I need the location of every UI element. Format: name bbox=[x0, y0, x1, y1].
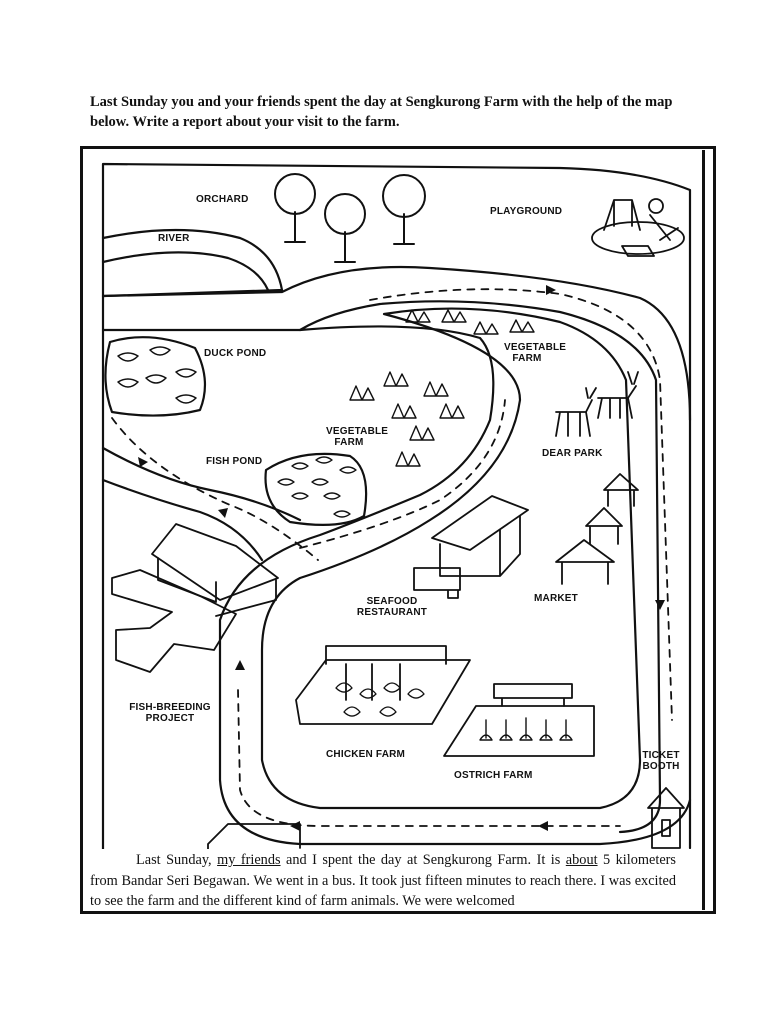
fish-breeding-building bbox=[111, 523, 279, 673]
vegetable-plants bbox=[349, 309, 535, 467]
instructions-text: Last Sunday you and your friends spent t… bbox=[90, 94, 673, 130]
label-seafood-restaurant: SEAFOOD RESTAURANT bbox=[356, 596, 428, 618]
ostrich-farm-enclosure bbox=[443, 683, 595, 757]
label-fish-breeding-project: FISH-BREEDING PROJECT bbox=[129, 702, 211, 724]
report-text-3: 5 kilometers from Bandar Seri Begawan. W… bbox=[90, 852, 676, 909]
map-border bbox=[101, 162, 692, 849]
label-fish-pond: FISH POND bbox=[206, 456, 263, 467]
chicken-farm-enclosure bbox=[295, 645, 471, 725]
label-vegetable-farm-top: VEGETABLE FARM bbox=[504, 342, 567, 364]
river bbox=[101, 228, 284, 298]
label-vegetable-farm-center: VEGETABLE FARM bbox=[326, 426, 389, 448]
report-underlined-my-friends: my friends bbox=[217, 852, 281, 868]
main-road bbox=[101, 265, 692, 422]
frame-divider bbox=[702, 150, 705, 910]
report-paragraph: Last Sunday, my friends and I spent the … bbox=[90, 850, 676, 912]
orchard-trees bbox=[274, 173, 426, 263]
label-river: RIVER bbox=[158, 233, 190, 244]
label-duck-pond: DUCK POND bbox=[204, 348, 267, 359]
report-text-1: Last Sunday, bbox=[136, 852, 212, 868]
seafood-restaurant bbox=[413, 495, 529, 599]
label-market: MARKET bbox=[534, 593, 578, 604]
fish-pond bbox=[264, 452, 368, 526]
label-dear-park: DEAR PARK bbox=[542, 448, 603, 459]
deer bbox=[555, 371, 639, 437]
playground-equipment bbox=[591, 198, 685, 257]
entrance-structure bbox=[207, 823, 301, 849]
market-stalls bbox=[555, 473, 639, 585]
label-orchard: ORCHARD bbox=[196, 194, 249, 205]
side-road bbox=[101, 446, 302, 522]
label-chicken-farm: CHICKEN FARM bbox=[326, 749, 406, 760]
report-text-2: and I spent the day at Sengkurong Farm. … bbox=[286, 852, 561, 868]
ticket-booth-building bbox=[647, 787, 685, 849]
map-frame bbox=[80, 146, 716, 914]
duck-pond bbox=[104, 336, 207, 417]
report-underlined-about: about bbox=[565, 852, 598, 868]
label-playground: PLAYGROUND bbox=[490, 206, 563, 217]
inner-road bbox=[260, 307, 642, 810]
label-ticket-booth: TICKET BOOTH bbox=[642, 750, 680, 772]
label-ostrich-farm: OSTRICH FARM bbox=[454, 770, 533, 781]
